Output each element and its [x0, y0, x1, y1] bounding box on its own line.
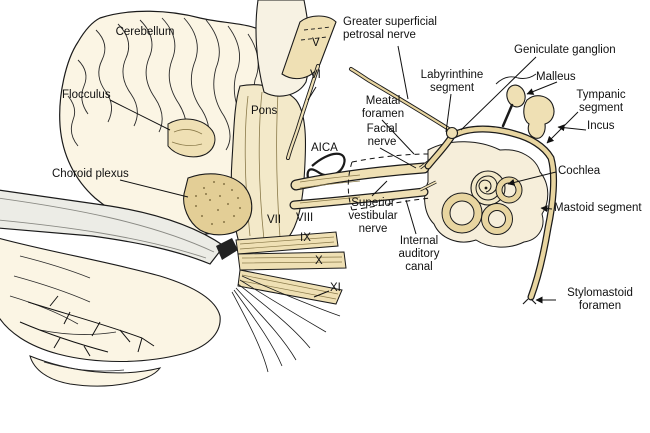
- label-flocculus: Flocculus: [62, 89, 111, 101]
- ossicles: [495, 73, 555, 139]
- label-geniculate-ganglion: Geniculate ganglion: [514, 44, 616, 56]
- label-tympanic-segment: Tympanic segment: [576, 89, 626, 114]
- leader-lines: [109, 45, 587, 304]
- label-pons: Pons: [251, 105, 278, 117]
- label-mastoid-segment: Mastoid segment: [554, 202, 642, 214]
- label-nerve-vii: VII: [267, 214, 282, 226]
- semicircular-canals: [441, 176, 523, 235]
- label-incus: Incus: [587, 120, 615, 132]
- abducens-nerve: [286, 64, 320, 160]
- label-malleus: Malleus: [536, 71, 576, 83]
- label-internal-auditory-canal: Internal auditory canal: [398, 235, 440, 273]
- label-nerve-v: V: [312, 37, 320, 49]
- label-labyrinthine-segment: Labyrinthine segment: [420, 69, 484, 94]
- geniculate-ganglion-shape: [445, 126, 459, 140]
- cochlea-shape: [470, 170, 506, 206]
- malleus-shape: [506, 84, 526, 108]
- label-nerve-viii: VIII: [296, 212, 314, 224]
- label-choroid-plexus: Choroid plexus: [52, 168, 129, 180]
- incus-shape: [523, 95, 555, 139]
- seventh-eighth-nerve-bundle: [289, 154, 437, 210]
- label-cochlea: Cochlea: [558, 165, 601, 177]
- label-nerve-xi: XI: [330, 282, 341, 294]
- label-stylomastoid-foramen: Stylomastoid foramen: [567, 287, 633, 312]
- label-nerve-ix: IX: [300, 232, 311, 244]
- label-cerebellum: Cerebellum: [115, 26, 175, 38]
- blood-vessels: [19, 295, 155, 357]
- label-nerve-x: X: [315, 255, 323, 267]
- label-aica: AICA: [311, 142, 338, 154]
- label-facial-nerve: Facial nerve: [366, 123, 398, 148]
- gspn-shape: [349, 67, 454, 133]
- label-superior-vestibular-nerve: Superior vestibular nerve: [348, 197, 398, 235]
- trigeminal-nerve-stump: [281, 15, 337, 80]
- internal-auditory-canal-outline: [347, 153, 431, 211]
- label-nerve-vi: VI: [310, 69, 321, 81]
- label-gspn: Greater superficial petrosal nerve: [343, 16, 437, 41]
- flocculus-shape: [167, 118, 216, 158]
- nerve-fibers: [231, 275, 341, 373]
- cerebellum-lower-lobe: [0, 237, 221, 387]
- choroid-plexus-shape: [183, 173, 253, 236]
- retractor-blade: [0, 189, 238, 265]
- lower-cranial-nerve-fans: [231, 231, 347, 373]
- label-meatal-foramen: Meatal foramen: [361, 95, 405, 120]
